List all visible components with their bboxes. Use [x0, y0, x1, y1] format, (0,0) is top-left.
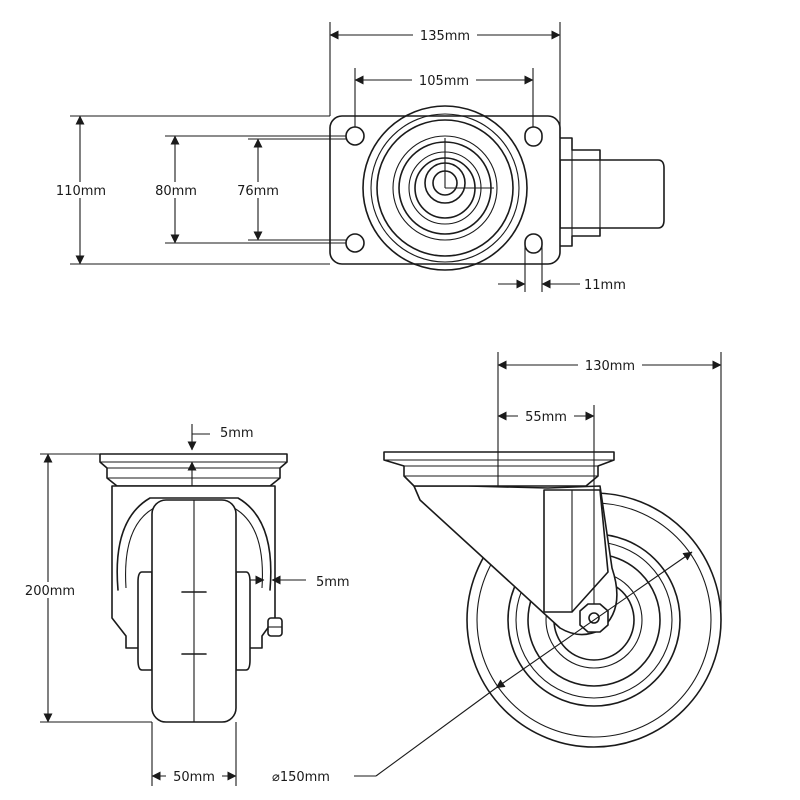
dim-label: 76mm [237, 184, 279, 199]
top-plate [329, 115, 561, 265]
top-view: 135mm 105mm 110mm 80mm [50, 22, 665, 293]
dim-label: 200mm [25, 584, 75, 599]
side-view: 130mm 55mm ⌀150mm [272, 352, 722, 785]
front-view: 5mm 5mm 200mm 50mm [18, 424, 350, 786]
mounting-slot [524, 126, 543, 147]
dim-front-height-overall: 200mm [18, 453, 152, 723]
dim-label: 135mm [420, 29, 470, 44]
side-axle-nut [579, 603, 609, 633]
dim-front-fork-thickness: 5mm [250, 575, 350, 590]
dim-side-wheel-diameter: ⌀150mm [272, 551, 693, 785]
front-hub-right [235, 571, 251, 671]
top-view-fork [547, 137, 665, 247]
dim-label: 55mm [525, 410, 567, 425]
dim-top-height-holes-b: 76mm [232, 138, 346, 241]
front-top-plate [99, 453, 288, 487]
dim-label: 80mm [155, 184, 197, 199]
dim-label: 105mm [419, 74, 469, 89]
dim-top-width-overall: 135mm [329, 22, 561, 138]
dim-label: 5mm [316, 575, 350, 590]
front-fork-curve [116, 497, 272, 591]
mounting-hole [345, 233, 365, 253]
dim-top-slot: 11mm [498, 246, 626, 293]
dim-label: 5mm [220, 426, 254, 441]
dim-label: 50mm [173, 770, 215, 785]
dim-label: 11mm [584, 278, 626, 293]
dim-top-height-overall: 110mm [50, 115, 330, 265]
front-hub-left [137, 571, 153, 671]
dim-top-width-holes: 105mm [354, 68, 534, 127]
dim-front-wheel-width: 50mm [151, 722, 237, 786]
side-top-plate [383, 451, 615, 487]
dim-top-height-holes-a: 80mm [150, 135, 346, 244]
dim-label: 110mm [56, 184, 106, 199]
mounting-slot [524, 233, 543, 254]
mounting-hole [345, 126, 365, 146]
dim-label: ⌀150mm [272, 770, 330, 785]
dim-label: 130mm [585, 359, 635, 374]
dim-front-plate-thickness: 5mm [187, 424, 254, 486]
